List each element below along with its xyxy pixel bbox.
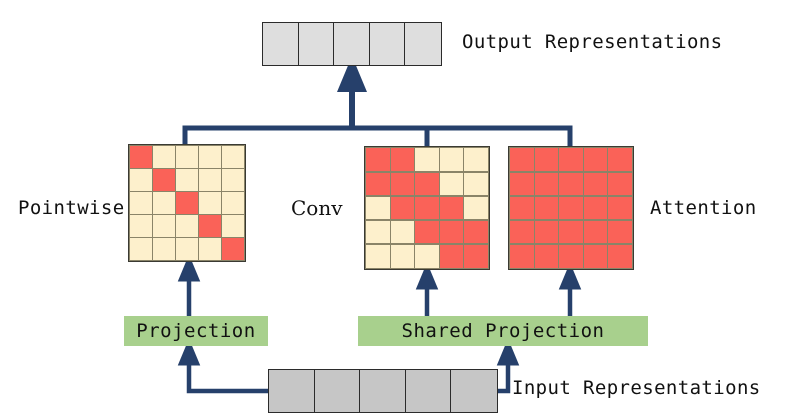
pointwise-matrix <box>128 144 246 262</box>
matrix-cell-3-1 <box>534 220 559 244</box>
input-representations-bar <box>268 369 498 413</box>
matrix-cell-0-4 <box>222 146 244 168</box>
conv-matrix <box>364 146 490 270</box>
matrix-cell-2-4 <box>608 196 632 220</box>
matrix-cell-2-0 <box>366 196 390 220</box>
matrix-cell-2-4 <box>222 192 244 214</box>
matrix-cell-3-0 <box>510 220 534 244</box>
output-representations-bar <box>262 22 442 66</box>
matrix-cell-2-1 <box>390 196 415 220</box>
output-token-cell <box>369 23 406 65</box>
input-token-cell <box>314 370 361 412</box>
matrix-cell-2-2 <box>415 196 439 220</box>
matrix-cell-1-4 <box>464 172 488 196</box>
matrix-cell-1-1 <box>534 172 559 196</box>
matrix-cell-3-2 <box>176 215 198 237</box>
matrix-cell-4-3 <box>199 238 221 260</box>
matrix-cell-4-3 <box>583 244 608 268</box>
matrix-cell-0-3 <box>199 146 221 168</box>
matrix-cell-0-2 <box>415 148 439 172</box>
matrix-cell-4-4 <box>608 244 632 268</box>
input-token-cell <box>360 370 406 412</box>
matrix-cell-2-0 <box>130 192 152 214</box>
output-token-cell <box>405 23 442 65</box>
output-token-cell <box>298 23 335 65</box>
matrix-cell-4-4 <box>464 244 488 268</box>
attention-label: Attention <box>650 197 757 219</box>
matrix-cell-1-2 <box>176 169 198 191</box>
matrix-cell-0-0 <box>130 146 152 168</box>
matrix-cell-0-1 <box>390 148 415 172</box>
matrix-cell-3-1 <box>390 220 415 244</box>
matrix-cell-1-4 <box>222 169 244 191</box>
matrix-cell-2-3 <box>583 196 608 220</box>
matrix-cell-3-0 <box>130 215 152 237</box>
arrow-input-to-projection <box>177 338 268 394</box>
matrix-cell-2-1 <box>153 192 175 214</box>
matrix-cell-1-4 <box>608 172 632 196</box>
matrix-cell-4-1 <box>153 238 175 260</box>
conv-label: Conv <box>291 196 343 220</box>
matrix-cell-3-2 <box>559 220 583 244</box>
matrix-cell-1-2 <box>415 172 439 196</box>
matrix-cell-0-1 <box>534 148 559 172</box>
input-token-cell <box>451 370 498 412</box>
matrix-cell-3-2 <box>415 220 439 244</box>
arrow-input-to-shared-projection <box>496 338 520 394</box>
matrix-cell-4-3 <box>439 244 464 268</box>
input-token-cell <box>405 370 452 412</box>
matrix-cell-4-4 <box>222 238 244 260</box>
matrix-cell-3-4 <box>608 220 632 244</box>
matrix-cell-0-4 <box>464 148 488 172</box>
matrix-cell-0-3 <box>439 148 464 172</box>
matrix-cell-3-3 <box>439 220 464 244</box>
matrix-cell-2-1 <box>534 196 559 220</box>
matrix-cell-1-3 <box>583 172 608 196</box>
matrix-cell-4-2 <box>176 238 198 260</box>
matrix-cell-4-0 <box>366 244 390 268</box>
matrix-cell-4-2 <box>559 244 583 268</box>
matrix-cell-2-3 <box>439 196 464 220</box>
matrix-cell-0-3 <box>583 148 608 172</box>
output-token-cell <box>263 23 299 65</box>
matrix-cell-0-2 <box>176 146 198 168</box>
matrix-cell-2-2 <box>559 196 583 220</box>
matrix-cell-4-1 <box>534 244 559 268</box>
matrix-cell-4-1 <box>390 244 415 268</box>
input-token-cell <box>269 370 315 412</box>
matrix-cell-2-2 <box>176 192 198 214</box>
matrix-cell-2-3 <box>199 192 221 214</box>
matrix-cell-1-0 <box>130 169 152 191</box>
matrix-cell-2-4 <box>464 196 488 220</box>
output-token-cell <box>334 23 370 65</box>
matrix-cell-2-0 <box>510 196 534 220</box>
pointwise-label: Pointwise <box>18 197 125 219</box>
matrix-cell-3-3 <box>199 215 221 237</box>
shared-projection-box: Shared Projection <box>358 316 648 346</box>
matrix-cell-0-1 <box>153 146 175 168</box>
matrix-cell-0-0 <box>510 148 534 172</box>
matrix-cell-1-2 <box>559 172 583 196</box>
matrix-cell-3-1 <box>153 215 175 237</box>
matrix-cell-1-3 <box>199 169 221 191</box>
projection-box: Projection <box>124 316 268 346</box>
matrix-cell-4-0 <box>130 238 152 260</box>
matrix-cell-1-1 <box>153 169 175 191</box>
matrix-cell-3-0 <box>366 220 390 244</box>
attention-matrix <box>508 146 634 270</box>
matrix-cell-4-2 <box>415 244 439 268</box>
matrix-cell-0-4 <box>608 148 632 172</box>
matrix-cell-1-1 <box>390 172 415 196</box>
matrix-cell-1-3 <box>439 172 464 196</box>
matrix-cell-1-0 <box>510 172 534 196</box>
matrix-cell-4-0 <box>510 244 534 268</box>
matrix-cell-1-0 <box>366 172 390 196</box>
matrix-cell-3-4 <box>222 215 244 237</box>
matrix-cell-3-3 <box>583 220 608 244</box>
matrix-cell-0-2 <box>559 148 583 172</box>
output-representations-label: Output Representations <box>462 31 723 53</box>
input-representations-label: Input Representations <box>512 377 761 399</box>
matrix-cell-3-4 <box>464 220 488 244</box>
matrix-cell-0-0 <box>366 148 390 172</box>
